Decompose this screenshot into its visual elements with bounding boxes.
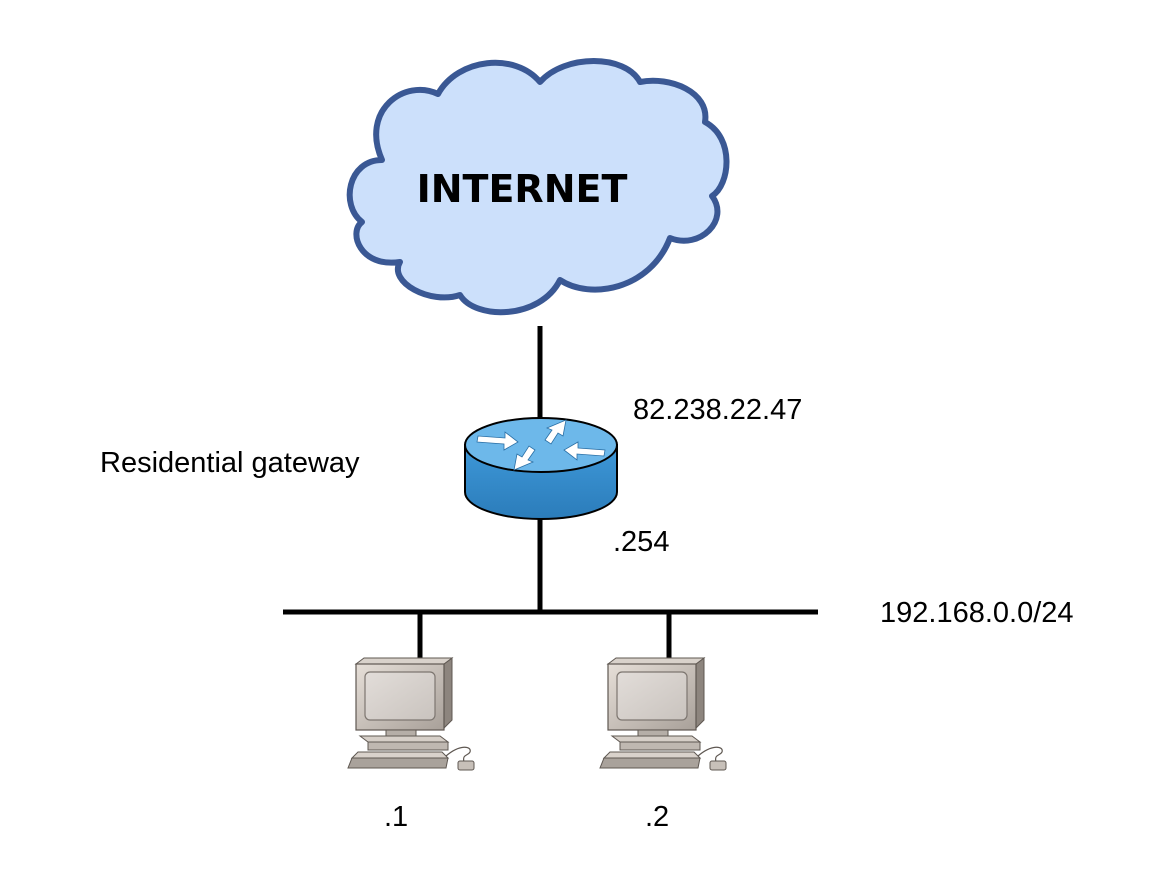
host-2-computer (599, 657, 727, 771)
router-arrows-icon (476, 419, 606, 471)
desktop-computer-icon (347, 657, 475, 771)
gateway-label: Residential gateway (100, 447, 360, 479)
lan-address-label: .254 (613, 526, 669, 558)
host-2-address-label: .2 (645, 801, 669, 833)
host-1-computer (347, 657, 475, 771)
desktop-computer-icon (599, 657, 727, 771)
host-1-address-label: .1 (384, 801, 408, 833)
internet-label: INTERNET (417, 167, 628, 211)
wan-address-label: 82.238.22.47 (633, 394, 802, 426)
router-icon (464, 417, 618, 520)
subnet-label: 192.168.0.0/24 (880, 597, 1074, 629)
internet-cloud-icon: INTERNET (346, 58, 730, 316)
